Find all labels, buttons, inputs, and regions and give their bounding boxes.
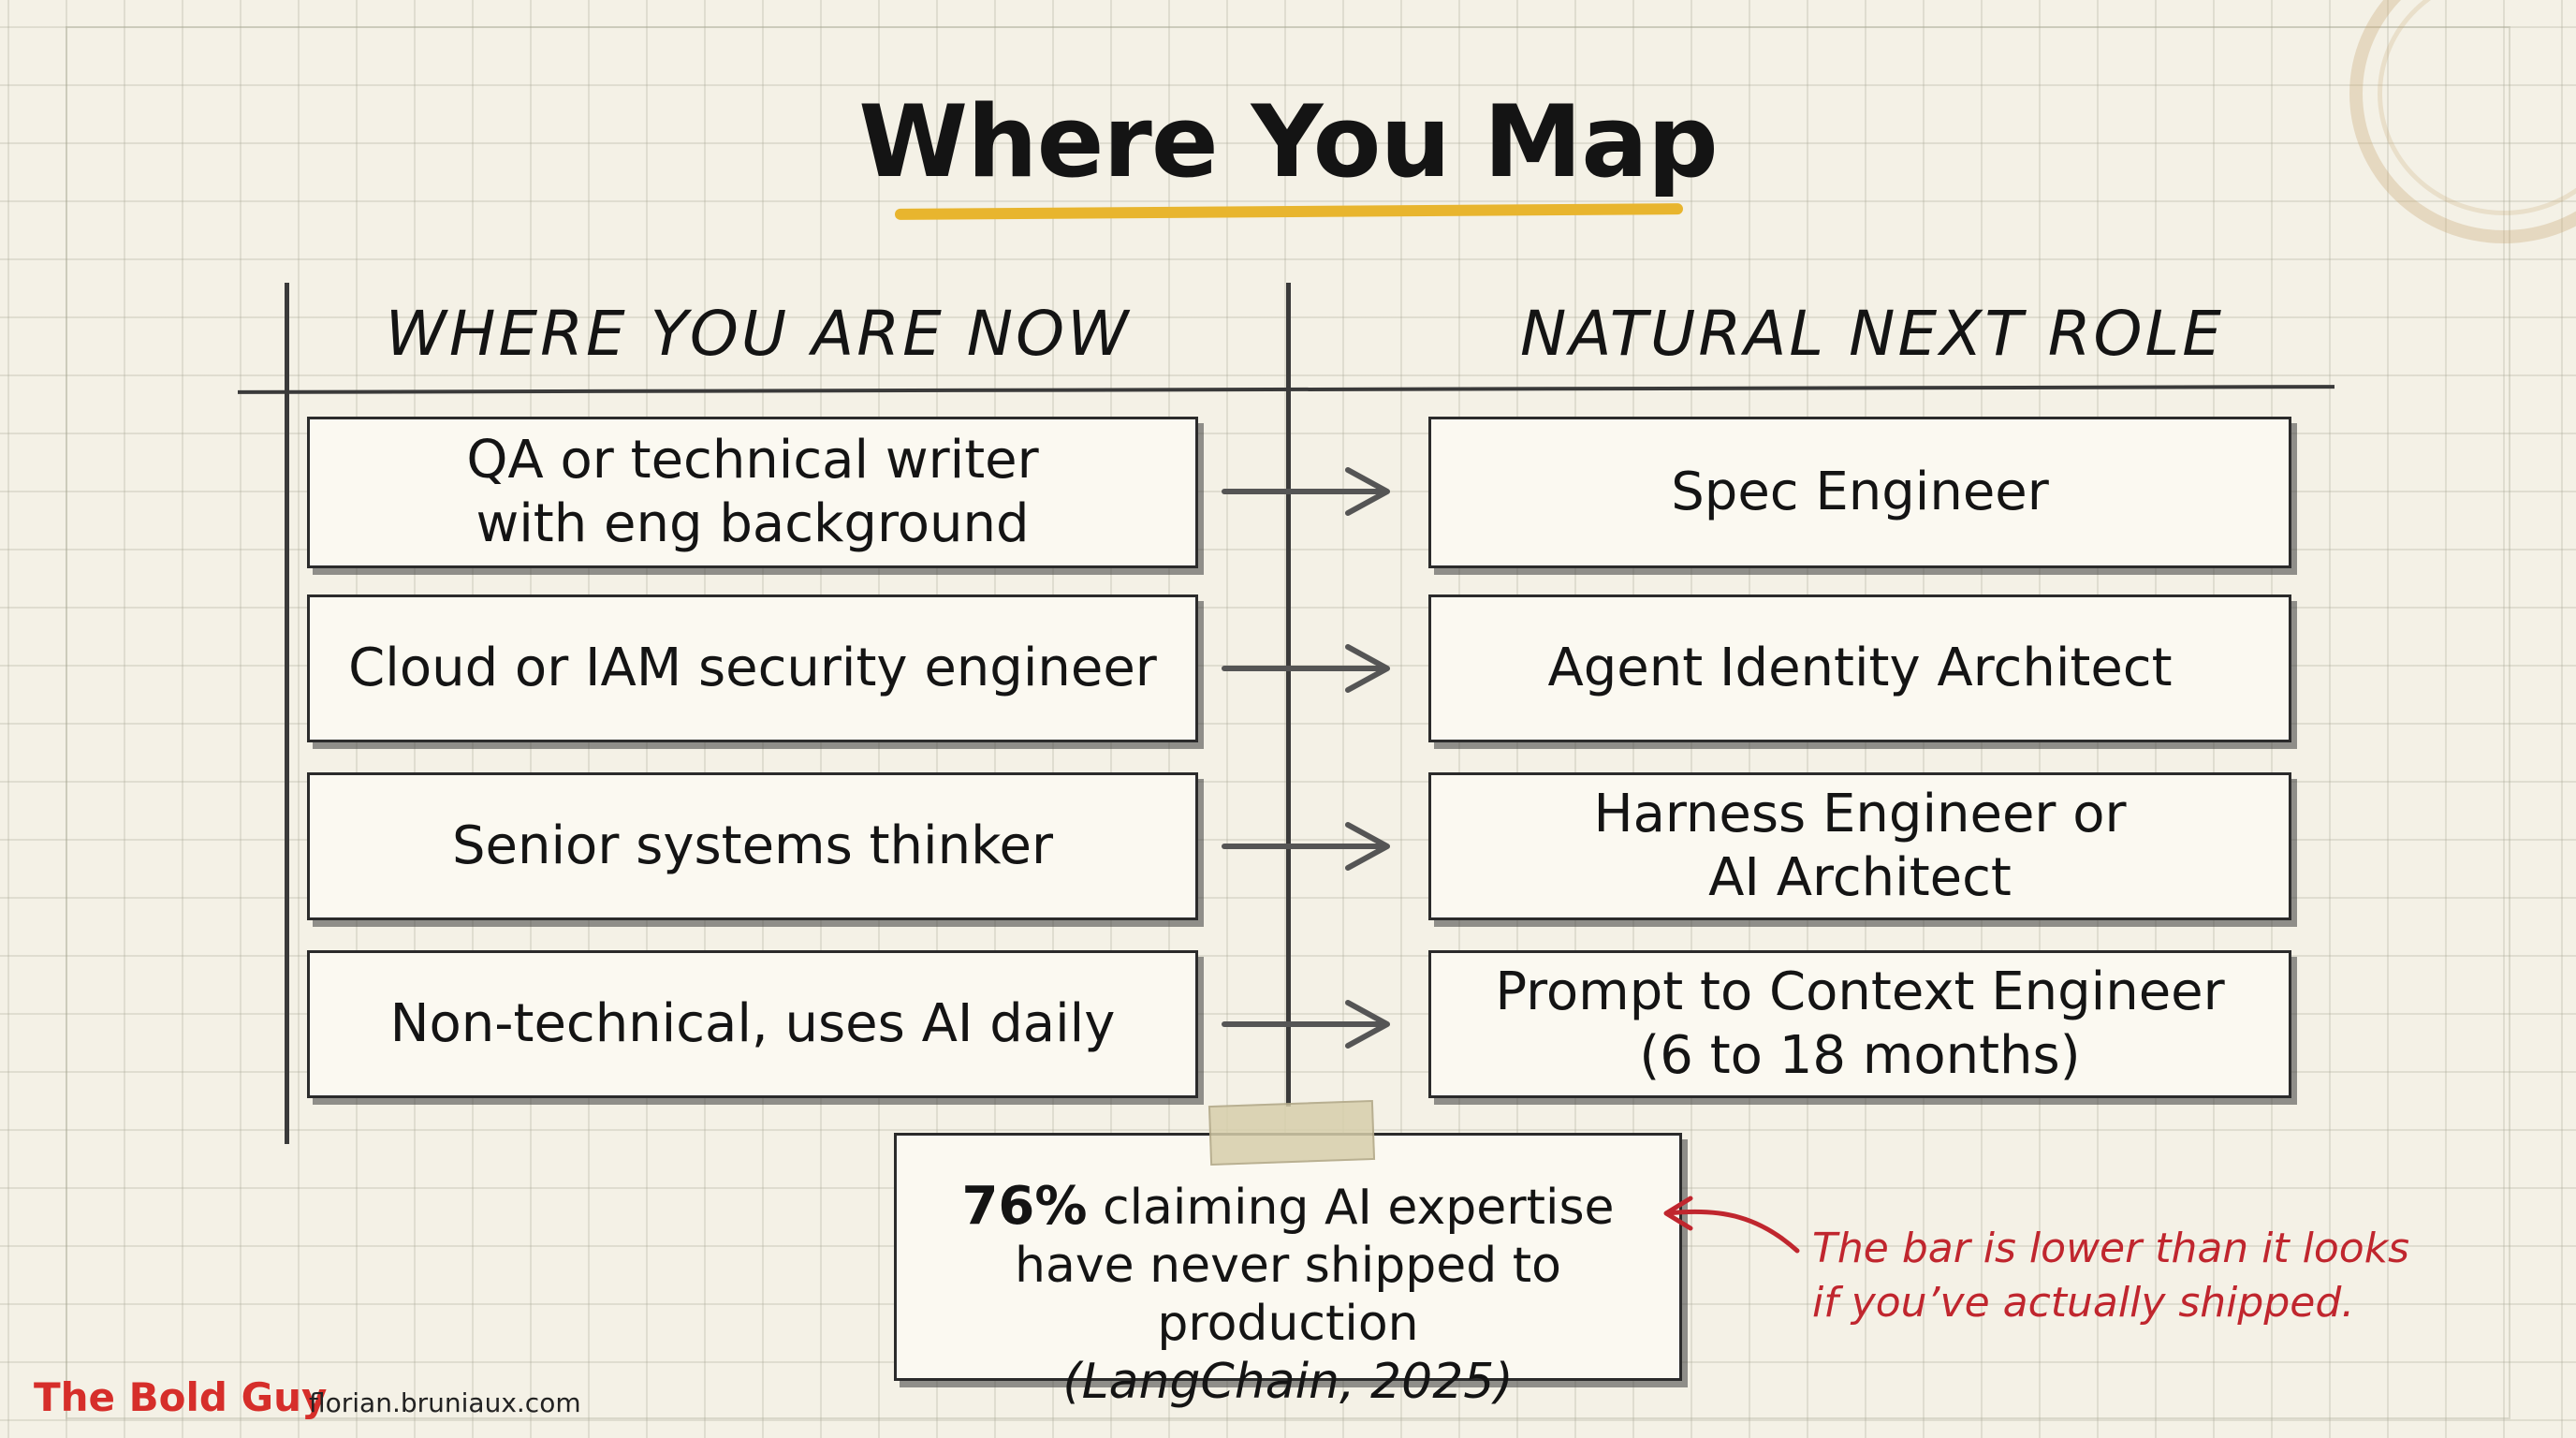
right-column-header: NATURAL NEXT ROLE [1520,298,2224,370]
left-column-header: WHERE YOU ARE NOW [385,298,1132,370]
current-role-box: Senior systems thinker [307,772,1198,920]
brand-name: The Bold Guy [34,1374,328,1420]
next-role-box: Harness Engineer or AI Architect [1428,772,2291,920]
stat-percentage: 76% [961,1176,1088,1237]
arrow-right-icon [1222,822,1390,871]
stat-citation: (LangChain, 2025) [1062,1354,1514,1410]
current-role-text: Cloud or IAM security engineer [348,638,1157,698]
arrow-right-icon [1222,1000,1390,1049]
next-role-box: Prompt to Context Engineer (6 to 18 mont… [1428,950,2291,1098]
current-role-box: QA or technical writer with eng backgrou… [307,417,1198,568]
center-table-rule [1286,283,1291,1107]
current-role-text: Senior systems thinker [452,815,1053,876]
current-role-box: Cloud or IAM security engineer [307,594,1198,742]
next-role-text: Spec Engineer [1671,462,2049,522]
stat-line-1-text: claiming AI expertise [1087,1180,1615,1236]
arrow-right-icon [1222,467,1390,516]
annotation-line-2: if you’ve actually shipped. [1812,1279,2355,1327]
current-role-text: QA or technical writer with eng backgrou… [466,430,1039,554]
next-role-box: Agent Identity Architect [1428,594,2291,742]
stat-line-1: 76% claiming AI expertise [897,1178,1679,1237]
stat-note-card: 76% claiming AI expertise have never shi… [894,1133,1682,1410]
site-url[interactable]: florian.bruniaux.com [309,1387,581,1418]
next-role-box: Spec Engineer [1428,417,2291,568]
next-role-text: Harness Engineer or AI Architect [1593,784,2127,908]
current-role-text: Non-technical, uses AI daily [389,993,1116,1054]
left-table-rule [285,283,289,1144]
annotation-arrow-icon [1663,1196,1800,1254]
page-title: Where You Map [858,84,1718,199]
annotation-line-1: The bar is lower than it looks [1812,1225,2410,1272]
stat-line-2: have never shipped to production [1015,1238,1561,1352]
page-frame [66,26,2510,1419]
handwritten-annotation: The bar is lower than it looks if you’ve… [1812,1222,2409,1330]
next-role-text: Prompt to Context Engineer (6 to 18 mont… [1495,961,2225,1086]
current-role-box: Non-technical, uses AI daily [307,950,1198,1098]
tape-decoration [1208,1099,1376,1167]
next-role-text: Agent Identity Architect [1547,638,2173,698]
arrow-right-icon [1222,644,1390,693]
